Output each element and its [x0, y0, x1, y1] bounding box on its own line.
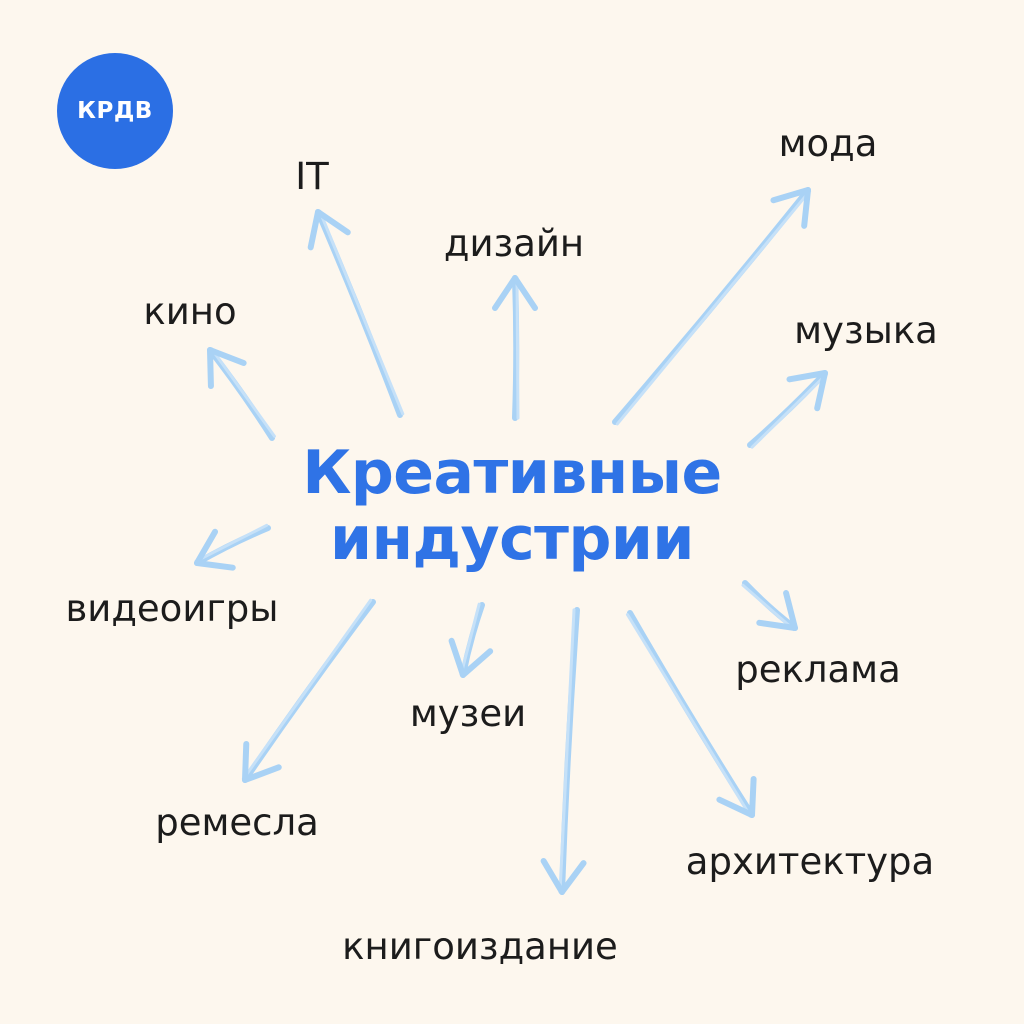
arrow-head: [716, 775, 757, 818]
central-topic-line2: индустрии: [330, 504, 694, 574]
central-topic: Креативные индустрии: [212, 440, 812, 572]
arrow-to-music: [747, 370, 828, 449]
industry-label-videogames: видеоигры: [65, 587, 279, 630]
arrow-shaft-sketch: [210, 347, 276, 438]
arrow-shaft-sketch: [318, 209, 405, 416]
arrow-to-it: [307, 209, 405, 418]
arrow-shaft: [627, 610, 755, 818]
central-topic-line1: Креативные: [302, 438, 722, 508]
arrow-to-design: [492, 275, 538, 421]
logo-text: КРДВ: [77, 98, 153, 124]
arrow-shaft-sketch: [241, 598, 373, 781]
arrow-head: [756, 590, 798, 631]
industry-label-publishing: книгоиздание: [342, 925, 618, 968]
arrow-head: [448, 637, 494, 678]
industry-label-advertising: реклама: [735, 648, 901, 691]
arrow-shaft-sketch: [459, 602, 481, 676]
arrow-to-museums: [448, 602, 494, 678]
arrow-to-videogames: [194, 523, 271, 571]
arrow-to-advertising: [741, 580, 798, 631]
arrow-head: [770, 187, 811, 229]
arrow-head: [194, 528, 236, 571]
industry-label-cinema: кино: [143, 290, 237, 333]
arrow-to-crafts: [241, 598, 376, 783]
industry-label-fashion: мода: [778, 122, 878, 165]
arrow-to-publishing: [540, 607, 587, 895]
industry-label-music: музыка: [794, 309, 938, 352]
arrow-shaft: [559, 607, 580, 895]
industry-label-architecture: архитектура: [685, 840, 935, 883]
arrow-head: [207, 347, 247, 390]
arrow-head: [786, 370, 828, 412]
arrow-shaft-sketch: [558, 608, 576, 894]
arrow-shaft-sketch: [750, 372, 828, 449]
arrow-head: [492, 275, 538, 311]
arrow-shaft-sketch: [515, 276, 520, 420]
arrow-head: [242, 740, 282, 783]
arrow-shaft-sketch: [194, 523, 269, 563]
arrow-to-fashion: [612, 187, 812, 426]
arrow-head: [307, 209, 351, 251]
industry-label-crafts: ремесла: [155, 801, 319, 844]
logo-badge: КРДВ: [57, 53, 173, 169]
arrow-to-cinema: [207, 347, 276, 441]
arrow-to-architecture: [625, 610, 757, 818]
industry-label-museums: музеи: [409, 692, 527, 735]
industry-label-design: дизайн: [443, 222, 585, 265]
arrow-shaft-sketch: [625, 613, 752, 818]
arrow-shaft-sketch: [741, 583, 796, 631]
arrow-shaft-sketch: [615, 189, 812, 426]
arrow-shaft: [747, 370, 828, 448]
arrow-shaft: [315, 209, 403, 418]
arrow-shaft: [612, 187, 811, 425]
arrow-head: [540, 857, 587, 895]
industry-label-it: IT: [295, 155, 329, 198]
